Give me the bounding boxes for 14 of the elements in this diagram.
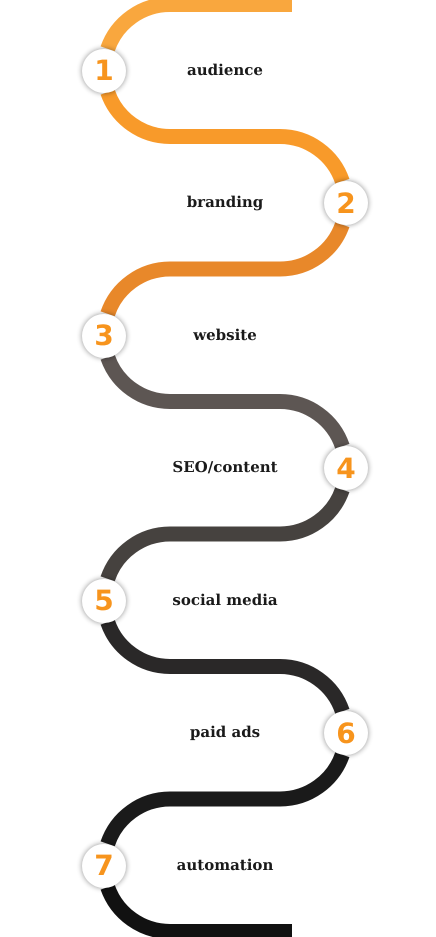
step-number: 3 xyxy=(82,314,126,358)
step-label: SEO/content xyxy=(171,458,279,476)
step-label: audience xyxy=(186,60,264,78)
step-label: branding xyxy=(186,193,264,211)
step-label: automation xyxy=(176,856,274,874)
step-label: website xyxy=(192,326,258,344)
step-number: 5 xyxy=(82,578,126,622)
step-number: 2 xyxy=(324,181,368,225)
step-number: 1 xyxy=(82,48,126,92)
step-number: 4 xyxy=(324,446,368,490)
step-label: social media xyxy=(171,590,279,608)
step-number: 6 xyxy=(324,711,368,755)
step-number: 7 xyxy=(82,844,126,888)
step-label: paid ads xyxy=(188,723,262,741)
